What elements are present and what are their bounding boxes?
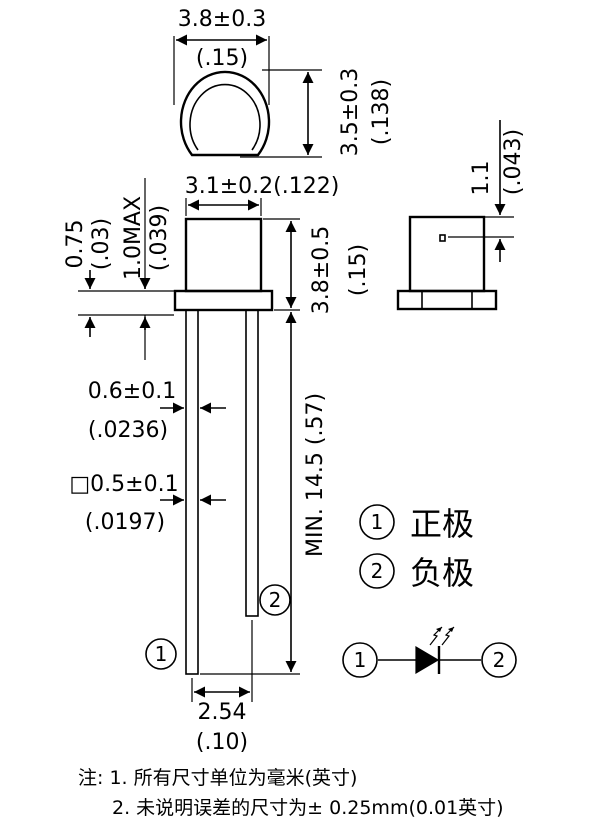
flange-max-label: 1.0MAX [121, 196, 146, 280]
lead-sq-inch-label: (.0197) [85, 510, 165, 535]
note-line-2: 2. 未说明误差的尺寸为± 0.25mm(0.01英寸) [112, 797, 504, 819]
svg-text:1: 1 [155, 642, 168, 666]
flange-inch-label: (.03) [89, 218, 114, 270]
lead-sq-label: □0.5±0.1 [69, 472, 178, 497]
body-height-inch-label: (.15) [346, 244, 371, 296]
svg-text:2: 2 [371, 559, 384, 583]
led-symbol: 1 2 [342, 626, 517, 678]
pin-1-marker: 1 [145, 638, 177, 670]
legend-anode: 1 正极 [359, 504, 474, 543]
side-view: 1.1 (.043) [396, 120, 526, 311]
lead-dia-inch-label: (.0236) [88, 418, 168, 443]
top-view: 3.8±0.3 (.15) 3.5±0.3 (.138) [173, 7, 394, 158]
top-width-inch-label: (.15) [196, 46, 248, 71]
legend: 1 正极 2 负极 [359, 504, 474, 592]
body-height-label: 3.8±0.5 [309, 226, 334, 314]
notes: 注: 1. 所有尺寸单位为毫米(英寸) 2. 未说明误差的尺寸为± 0.25mm… [78, 767, 504, 819]
legend-anode-text: 正极 [410, 505, 474, 543]
svg-text:2: 2 [493, 648, 506, 672]
note-line-1: 注: 1. 所有尺寸单位为毫米(英寸) [78, 767, 357, 789]
svg-text:1: 1 [371, 510, 384, 534]
pin-2-marker: 2 [259, 584, 291, 616]
top-height-inch-label: (.138) [369, 79, 394, 145]
top-height-label: 3.5±0.3 [338, 68, 363, 156]
svg-text:2: 2 [269, 588, 282, 612]
front-view: 3.1±0.2(.122) 0.75 (.03) 1.0MAX (.039) 3… [63, 174, 371, 755]
legend-cathode: 2 负极 [359, 553, 474, 592]
body-width-label: 3.1±0.2(.122) [185, 174, 340, 199]
pitch-label: 2.54 [198, 700, 247, 725]
legend-cathode-text: 负极 [410, 554, 474, 592]
top-width-label: 3.8±0.3 [178, 7, 266, 32]
flange-max-inch-label: (.039) [147, 205, 172, 271]
pitch-inch-label: (.10) [196, 730, 248, 755]
lead-length-label: MIN. 14.5 (.57) [303, 393, 328, 557]
flange-label: 0.75 [63, 220, 88, 269]
side-height-label: 1.1 [469, 161, 494, 196]
side-height-inch-label: (.043) [501, 129, 526, 195]
svg-text:1: 1 [354, 648, 367, 672]
lead-dia-label: 0.6±0.1 [88, 379, 176, 404]
